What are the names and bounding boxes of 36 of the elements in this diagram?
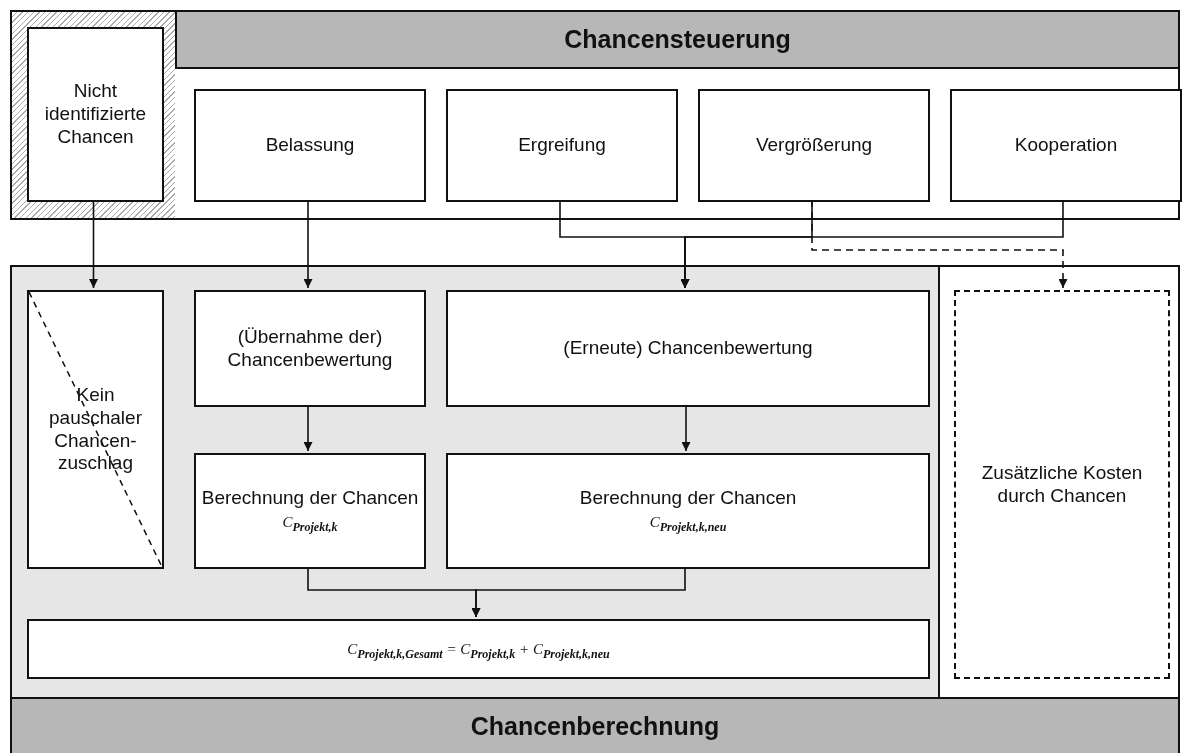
process-box	[446, 290, 930, 407]
box-label: Berechnung der Chancen	[200, 487, 420, 510]
box-label: Zusätzliche Kosten durch Chancen	[980, 461, 1144, 508]
box-label: Ergreifung	[517, 134, 607, 157]
arrow	[303, 404, 313, 452]
box-label: (Erneute) Chancenbewertung	[562, 337, 814, 360]
box-label: Nicht identifizierte Chancen	[43, 80, 148, 149]
box-label: Kooperation	[1013, 134, 1119, 157]
process-box	[194, 453, 426, 569]
process-box	[27, 27, 164, 202]
section-frame	[10, 265, 1180, 753]
process-box	[194, 290, 426, 407]
arrow	[303, 199, 313, 289]
box-label: Vergrößerung	[754, 134, 874, 157]
dashed-box	[954, 290, 1170, 679]
arrow	[680, 199, 1064, 289]
formula-text: C$_{Projekt,k,Gesamt}$ = C$_{Projekt,k}$ + C$_{Projekt,k,neu}$	[347, 640, 610, 662]
process-box	[950, 89, 1182, 202]
box-label: Belassung	[264, 134, 356, 157]
arrow	[89, 199, 98, 289]
formula-text: C$_{Projekt,k,neu}$	[649, 513, 727, 535]
arrow	[681, 404, 691, 452]
formula-box	[27, 619, 930, 679]
arrow	[471, 566, 686, 618]
section-title: Chancensteuerung	[564, 25, 791, 54]
box-label: Kein pauschaler Chancen- zuschlag	[48, 383, 143, 476]
process-box	[446, 89, 678, 202]
box-label: Berechnung der Chancen	[578, 487, 798, 510]
section-frame	[10, 10, 1180, 220]
formula-text: C$_{Projekt,k}$	[282, 513, 338, 535]
process-box	[698, 89, 930, 202]
box-label: (Übernahme der) Chancenbewertung	[226, 325, 394, 372]
arrow	[811, 199, 1068, 289]
process-box	[194, 89, 426, 202]
section-title: Chancenberechnung	[470, 711, 720, 741]
process-box	[446, 453, 930, 569]
